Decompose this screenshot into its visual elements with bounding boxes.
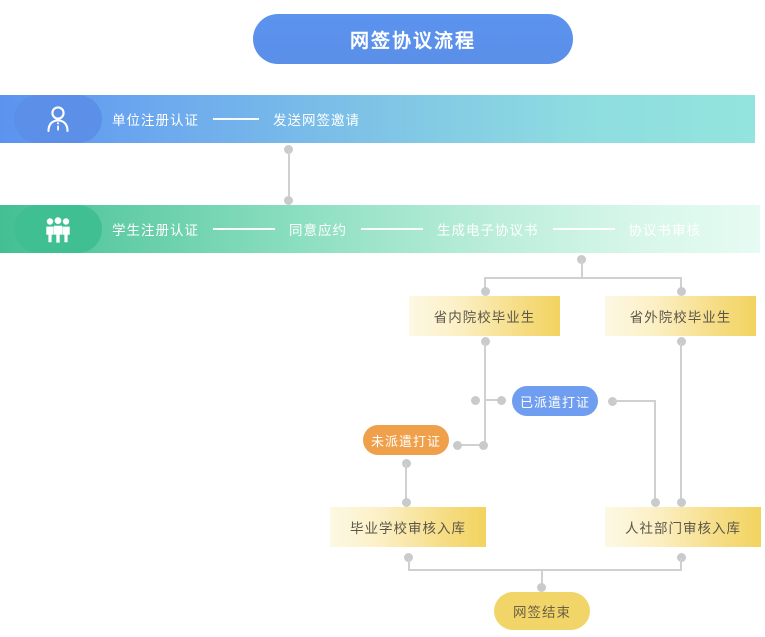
student-step-2: 生成电子协议书 <box>437 223 539 238</box>
connector-dot <box>676 553 686 562</box>
employer-stage-bar <box>0 95 755 143</box>
node-school-archive-label: 毕业学校审核入库 <box>350 521 466 536</box>
connector-dot <box>404 553 413 562</box>
connector-dot <box>470 395 480 405</box>
connector-dot <box>480 337 490 346</box>
node-hr-archive-label: 人社部门审核入库 <box>625 521 741 536</box>
connector-dot <box>284 145 293 154</box>
connector-dot <box>496 395 506 405</box>
stage-row-student: 学生注册认证 同意应约 生成电子协议书 协议书审核 <box>0 205 760 253</box>
connector-dot <box>676 287 686 296</box>
connector-line-inprovince-down <box>484 343 486 446</box>
connector-line-employer-student <box>287 150 290 200</box>
connector-dot <box>284 196 293 205</box>
node-hr-archive[interactable]: 人社部门审核入库 <box>605 507 761 547</box>
step-connector-dash <box>361 228 423 230</box>
connector-dot <box>537 583 546 592</box>
connector-dot <box>478 440 488 450</box>
connector-line-split-bus <box>485 277 681 279</box>
connector-dot <box>608 396 617 406</box>
connector-dot <box>650 498 660 507</box>
connector-line-merge-right <box>680 558 682 570</box>
connector-dot <box>452 440 462 450</box>
connector-line-to-not-dispatched <box>456 444 484 446</box>
chart-title: 网签协议流程 <box>253 14 573 64</box>
connector-dot <box>401 498 411 507</box>
employer-step-1: 发送网签邀请 <box>273 113 360 128</box>
connector-line-dispatched-elbow-v <box>654 400 656 501</box>
student-step-1: 同意应约 <box>289 223 347 238</box>
node-in-province[interactable]: 省内院校毕业生 <box>409 296 560 336</box>
connector-line-dispatched-elbow-h <box>614 400 656 402</box>
step-connector-dash <box>213 118 259 120</box>
employer-step-0: 单位注册认证 <box>112 113 199 128</box>
node-dispatched-label: 已派遣打证 <box>519 394 590 410</box>
step-connector-dash <box>552 228 615 230</box>
employer-step-list: 单位注册认证 发送网签邀请 <box>112 95 360 143</box>
student-step-3: 协议书审核 <box>628 223 701 238</box>
node-out-province-label: 省外院校毕业生 <box>629 310 732 325</box>
stage-row-employer: 单位注册认证 发送网签邀请 <box>0 95 755 143</box>
person-info-icon <box>14 95 102 143</box>
step-connector-dash <box>213 228 275 230</box>
node-not-dispatched-label: 未派遣打证 <box>370 433 441 449</box>
connector-line-outprovince-hr <box>680 343 682 501</box>
node-finish[interactable]: 网签结束 <box>494 592 590 630</box>
connector-line-notdispatched-school <box>405 464 407 501</box>
connector-line-split-left <box>484 277 486 291</box>
node-out-province[interactable]: 省外院校毕业生 <box>605 296 756 336</box>
node-finish-label: 网签结束 <box>513 605 571 620</box>
connector-dot <box>577 255 586 264</box>
connector-dot <box>401 459 411 468</box>
chart-title-text: 网签协议流程 <box>349 30 476 52</box>
student-step-list: 学生注册认证 同意应约 生成电子协议书 协议书审核 <box>112 205 701 253</box>
connector-line-merge-stem <box>540 569 543 586</box>
connector-line-merge-bus <box>407 569 682 571</box>
connector-dot <box>676 498 686 507</box>
connector-dot <box>480 287 490 296</box>
student-step-0: 学生注册认证 <box>112 223 199 238</box>
node-not-dispatched[interactable]: 未派遣打证 <box>363 425 449 455</box>
connector-dot <box>676 337 686 346</box>
connector-line-to-dispatched <box>484 399 504 401</box>
connector-line-split-right <box>680 277 682 291</box>
group-people-icon <box>14 205 102 253</box>
node-in-province-label: 省内院校毕业生 <box>433 310 536 325</box>
connector-line-merge-left <box>407 558 410 570</box>
node-dispatched[interactable]: 已派遣打证 <box>512 386 598 416</box>
connector-line-split-stem <box>580 260 583 278</box>
node-school-archive[interactable]: 毕业学校审核入库 <box>330 507 486 547</box>
